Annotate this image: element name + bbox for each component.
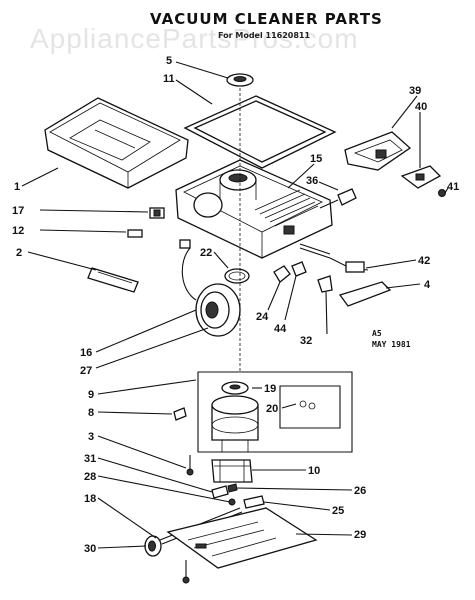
part-wheel-30 xyxy=(144,535,162,557)
callout-1: 1 xyxy=(14,181,20,193)
callout-44: 44 xyxy=(274,323,287,335)
callout-15: 15 xyxy=(310,153,322,165)
part-knob-24 xyxy=(273,265,291,283)
callout-40: 40 xyxy=(415,101,427,113)
callout-17: 17 xyxy=(12,205,24,217)
leader-lines xyxy=(21,61,449,549)
callout-31: 31 xyxy=(84,453,96,465)
part-disc-5 xyxy=(226,73,254,87)
callout-numbers: 5 11 39 40 15 36 41 1 17 12 22 2 42 4 24… xyxy=(12,55,459,555)
part-pad-25 xyxy=(243,495,265,509)
part-baseplate-29 xyxy=(166,507,318,569)
part-clip-17 xyxy=(149,207,165,219)
part-oring-22 xyxy=(224,268,250,284)
callout-3: 3 xyxy=(88,431,94,443)
callout-16: 16 xyxy=(80,347,92,359)
callout-4: 4 xyxy=(424,279,431,291)
part-clip-44 xyxy=(291,261,307,277)
part-latch-2 xyxy=(87,267,139,293)
callout-36: 36 xyxy=(306,175,318,187)
part-housing-15 xyxy=(175,159,333,259)
part-bumper-4 xyxy=(338,281,392,307)
callout-18: 18 xyxy=(84,493,96,505)
callout-27: 27 xyxy=(80,365,92,377)
part-connector-36 xyxy=(319,188,357,209)
revision-stamp-code: A5 xyxy=(372,329,382,338)
callout-39: 39 xyxy=(409,85,421,97)
part-bracket-40 xyxy=(400,165,442,189)
callout-19: 19 xyxy=(264,383,276,395)
callout-2: 2 xyxy=(16,247,22,259)
callout-41: 41 xyxy=(447,181,459,193)
callout-12: 12 xyxy=(12,225,24,237)
callout-20: 20 xyxy=(266,403,278,415)
diagram-title: VACUUM CLEANER PARTS xyxy=(150,10,383,28)
callout-25: 25 xyxy=(332,505,344,517)
part-lid-1 xyxy=(44,97,189,189)
callout-22: 22 xyxy=(200,247,212,259)
callout-28: 28 xyxy=(84,471,96,483)
revision-stamp-date: MAY 1981 xyxy=(372,340,411,349)
diagram-subtitle: For Model 11620811 xyxy=(218,31,310,40)
part-screw-3 xyxy=(186,455,194,476)
watermark-text: AppliancePartsPros.com xyxy=(30,23,359,54)
part-bracket-31 xyxy=(211,485,229,499)
part-housing-10 xyxy=(211,459,253,483)
part-screw-8 xyxy=(173,407,187,421)
part-screw-41 xyxy=(438,189,446,197)
part-pad-12 xyxy=(127,229,143,238)
part-clip-26 xyxy=(227,483,238,493)
callout-32: 32 xyxy=(300,335,312,347)
callout-9: 9 xyxy=(88,389,94,401)
callout-11: 11 xyxy=(163,73,175,85)
callout-24: 24 xyxy=(256,311,269,323)
callout-10: 10 xyxy=(308,465,320,477)
part-screw-30b xyxy=(182,560,190,584)
part-foot-32 xyxy=(317,275,333,293)
callout-42: 42 xyxy=(418,255,430,267)
callout-29: 29 xyxy=(354,529,366,541)
part-handle-39 xyxy=(344,131,412,171)
callout-8: 8 xyxy=(88,407,94,419)
callout-30: 30 xyxy=(84,543,96,555)
callout-26: 26 xyxy=(354,485,366,497)
callout-5: 5 xyxy=(166,55,172,67)
part-cord-42 xyxy=(299,243,369,273)
part-motor-assembly-9 xyxy=(197,371,353,453)
